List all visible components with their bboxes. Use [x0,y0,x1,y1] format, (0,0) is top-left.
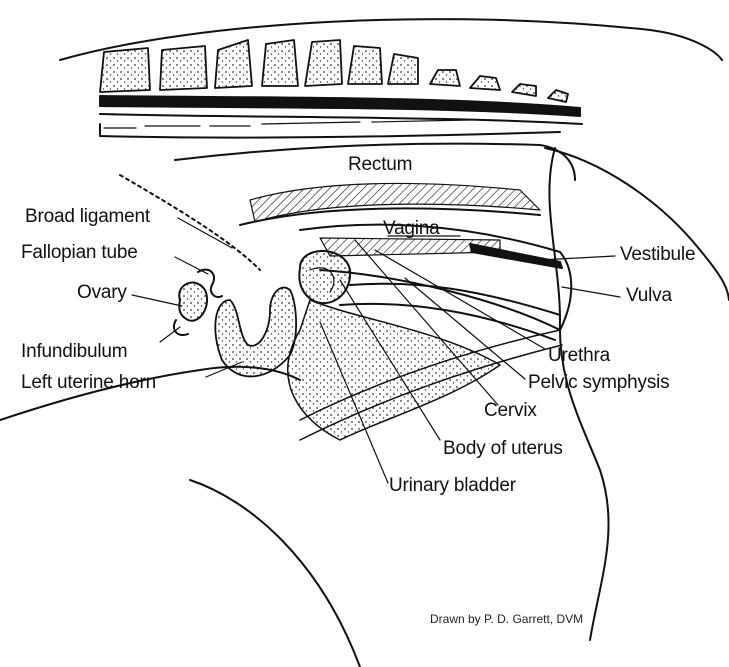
label-vulva: Vulva [626,286,672,306]
label-left-uterine-horn: Left uterine horn [21,373,156,393]
label-urethra: Urethra [548,346,610,366]
vertebrae [100,40,568,102]
spinal-canal [100,96,580,116]
thigh-outline [190,480,360,667]
label-broad-ligament: Broad ligament [25,207,150,227]
pelvic-wall [549,148,608,640]
urethra [350,284,560,315]
cervix [299,251,350,303]
label-infundibulum: Infundibulum [21,342,127,362]
label-body-of-uterus: Body of uterus [443,439,563,459]
infundibulum [174,320,188,335]
vertebral-bodies [104,120,545,128]
left-uterine-horn [215,288,296,377]
label-rectum: Rectum [348,155,412,175]
label-pelvic-symphysis: Pelvic symphysis [528,373,669,393]
label-fallopian-tube: Fallopian tube [21,243,138,263]
label-vagina: Vagina [383,219,440,239]
ovary [179,283,207,321]
label-urinary-bladder: Urinary bladder [389,476,516,496]
label-ovary: Ovary [77,283,127,303]
back-outline [60,19,722,60]
illustration-credit: Drawn by P. D. Garrett, DVM [430,612,583,626]
label-vestibule: Vestibule [620,245,695,265]
rump-outline [545,148,729,300]
label-cervix: Cervix [484,401,537,421]
rectum-shading [250,183,540,222]
